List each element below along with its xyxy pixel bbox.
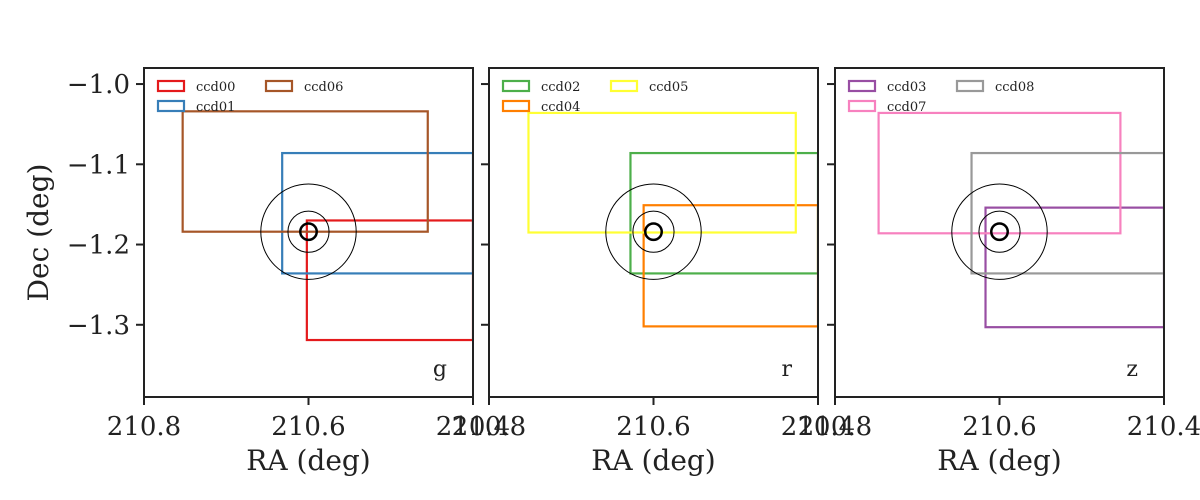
legend-swatch bbox=[501, 99, 531, 113]
x-tick-label: 210.4 bbox=[781, 412, 855, 442]
legend-swatch bbox=[847, 99, 877, 113]
legend-swatch bbox=[156, 79, 186, 93]
x-tick-label: 210.6 bbox=[962, 412, 1036, 442]
legend-swatch bbox=[264, 79, 294, 93]
aperture-circle-1 bbox=[299, 222, 318, 242]
x-tick-label: 210.8 bbox=[452, 412, 526, 442]
legend-label: ccd06 bbox=[304, 80, 343, 95]
footprint-ccd04 bbox=[642, 204, 818, 328]
footprint-ccd08 bbox=[970, 151, 1164, 275]
x-tick-label: 210.8 bbox=[107, 412, 181, 442]
footprint-ccd01 bbox=[281, 151, 473, 275]
x-tick-label: 210.8 bbox=[798, 412, 872, 442]
footprint-ccd05 bbox=[527, 111, 797, 234]
panel-z: 210.8 210.6 210.4 RA (deg) z ccd03 ccd07 ccd08 bbox=[798, 67, 1200, 477]
legend-swatch bbox=[609, 79, 639, 93]
legend-item-ccd05: ccd05 bbox=[609, 79, 688, 95]
y-axis-label: Dec (deg) bbox=[22, 164, 55, 302]
legend-label: ccd03 bbox=[887, 80, 926, 95]
aperture-circle-2 bbox=[978, 210, 1021, 253]
x-axis-label: RA (deg) bbox=[591, 444, 715, 477]
band-label: r bbox=[781, 357, 792, 382]
legend-label: ccd05 bbox=[649, 80, 688, 95]
aperture-circle-3 bbox=[605, 183, 702, 280]
aperture-circle-1 bbox=[990, 222, 1009, 242]
footprint-ccd07 bbox=[877, 111, 1122, 235]
footprint-ccd06 bbox=[181, 110, 429, 233]
legend-label: ccd00 bbox=[196, 80, 235, 95]
legend-item-ccd00: ccd00 bbox=[156, 79, 235, 95]
y-tick-label: −1.0 bbox=[67, 70, 130, 100]
legend-label: ccd01 bbox=[196, 100, 235, 115]
y-tick-label: −1.2 bbox=[67, 231, 130, 261]
legend-swatch bbox=[501, 79, 531, 93]
legend-item-ccd08: ccd08 bbox=[955, 79, 1034, 95]
aperture-circle-1 bbox=[644, 222, 663, 242]
panel-g: 210.8 210.6 210.4 −1.0 −1.1 −1.2 −1.3 RA (deg) D… bbox=[22, 67, 510, 477]
x-tick-label: 210.6 bbox=[271, 412, 345, 442]
legend-item-ccd06: ccd06 bbox=[264, 79, 343, 95]
y-tick-label: −1.3 bbox=[67, 311, 130, 341]
legend-swatch bbox=[955, 79, 985, 93]
x-axis-label: RA (deg) bbox=[937, 444, 1061, 477]
plot-area bbox=[527, 111, 818, 328]
footprint-ccd03 bbox=[984, 206, 1164, 329]
legend-label: ccd02 bbox=[541, 80, 580, 95]
legend-label: ccd04 bbox=[541, 100, 580, 115]
legend-swatch bbox=[847, 79, 877, 93]
x-tick-label: 210.4 bbox=[1127, 412, 1200, 442]
x-tick-label: 210.4 bbox=[436, 412, 510, 442]
y-tick-label: −1.1 bbox=[67, 150, 130, 180]
plot-area bbox=[877, 111, 1164, 329]
panel-r: 210.8 210.6 210.4 RA (deg) r ccd02 ccd04 ccd05 bbox=[452, 67, 855, 477]
legend-label: ccd08 bbox=[995, 80, 1034, 95]
legend-item-ccd01: ccd01 bbox=[156, 99, 235, 115]
aperture-circle-2 bbox=[287, 210, 330, 253]
band-label: g bbox=[433, 357, 447, 382]
aperture-circle-3 bbox=[951, 183, 1048, 280]
x-tick-label: 210.6 bbox=[616, 412, 690, 442]
aperture-circle-2 bbox=[632, 210, 675, 253]
x-axis-label: RA (deg) bbox=[246, 444, 370, 477]
aperture-circle-3 bbox=[260, 183, 357, 280]
legend-item-ccd04: ccd04 bbox=[501, 99, 580, 115]
footprint-ccd00 bbox=[305, 219, 473, 342]
legend-item-ccd03: ccd03 bbox=[847, 79, 926, 95]
legend-item-ccd02: ccd02 bbox=[501, 79, 580, 95]
footprint-ccd02 bbox=[629, 151, 818, 275]
legend-swatch bbox=[156, 99, 186, 113]
plot-area bbox=[181, 110, 473, 342]
legend-label: ccd07 bbox=[887, 100, 926, 115]
band-label: z bbox=[1126, 357, 1138, 382]
legend-item-ccd07: ccd07 bbox=[847, 99, 926, 115]
